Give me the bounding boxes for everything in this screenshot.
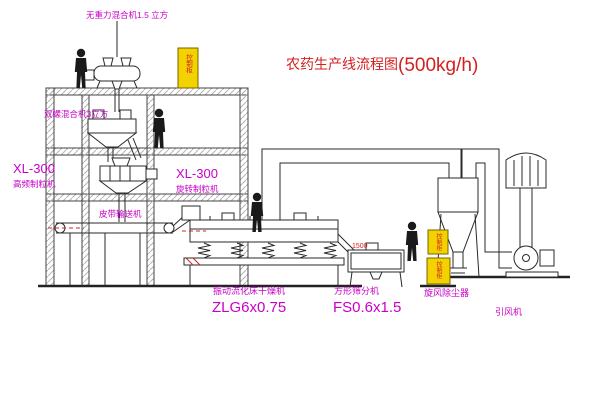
label-gravity-free-mixer: 无重力混合机1.5 立方 (86, 10, 168, 20)
worker-figure-1 (74, 48, 88, 88)
label-double-screw-mixer: 双螺混合机3立方 (44, 109, 108, 119)
exhaust-stack (505, 152, 547, 248)
worker-figure-4 (405, 221, 419, 261)
belt-conveyor (48, 213, 191, 286)
building-frame (45, 87, 249, 287)
label-dryer-name: 振动流化床干燥机 (213, 285, 285, 296)
label-fan: 引风机 (495, 306, 522, 317)
rotary-granulator (98, 157, 158, 222)
exhaust-duct (261, 148, 462, 220)
label-cyclone: 旋风除尘器 (424, 287, 469, 298)
fluid-bed-dryer (181, 205, 355, 286)
label-granulator-left-name: 高频制粒机 (13, 179, 56, 189)
worker-figure-2 (152, 108, 166, 148)
double-screw-mixer (86, 109, 142, 162)
sieve-dimension-text: 1500 (352, 243, 368, 250)
gravity-free-mixer (83, 57, 141, 112)
label-granulator-mid-model: XL-300 (176, 166, 218, 181)
label-sieve-model: FS0.6x1.5 (333, 299, 401, 316)
control-cabinet-top: 控制柜 (177, 47, 199, 89)
label-dryer-model: ZLG6x0.75 (212, 299, 286, 316)
induced-draft-fan (505, 245, 559, 278)
drawing-title-capacity: (500kg/h) (398, 55, 478, 76)
square-sieve: 1500 (347, 242, 405, 288)
label-belt-conveyor: 皮带输送机 (99, 209, 142, 219)
control-cabinet-right-upper-label: 控制柜 (435, 232, 442, 252)
control-cabinet-right-upper: 控制柜 (427, 229, 449, 255)
label-granulator-left-model: XL-300 (13, 161, 55, 176)
fan-inlet-duct (461, 148, 512, 269)
label-sieve-name: 方形筛分机 (334, 285, 379, 296)
label-granulator-mid-name: 旋转制粒机 (176, 184, 219, 194)
control-cabinet-top-label: 控制柜 (185, 53, 193, 75)
drawing-title: 农药生产线流程图 (286, 56, 398, 72)
control-cabinet-right-lower-label: 控制柜 (435, 260, 442, 280)
control-cabinet-right-lower: 控制柜 (426, 257, 451, 285)
